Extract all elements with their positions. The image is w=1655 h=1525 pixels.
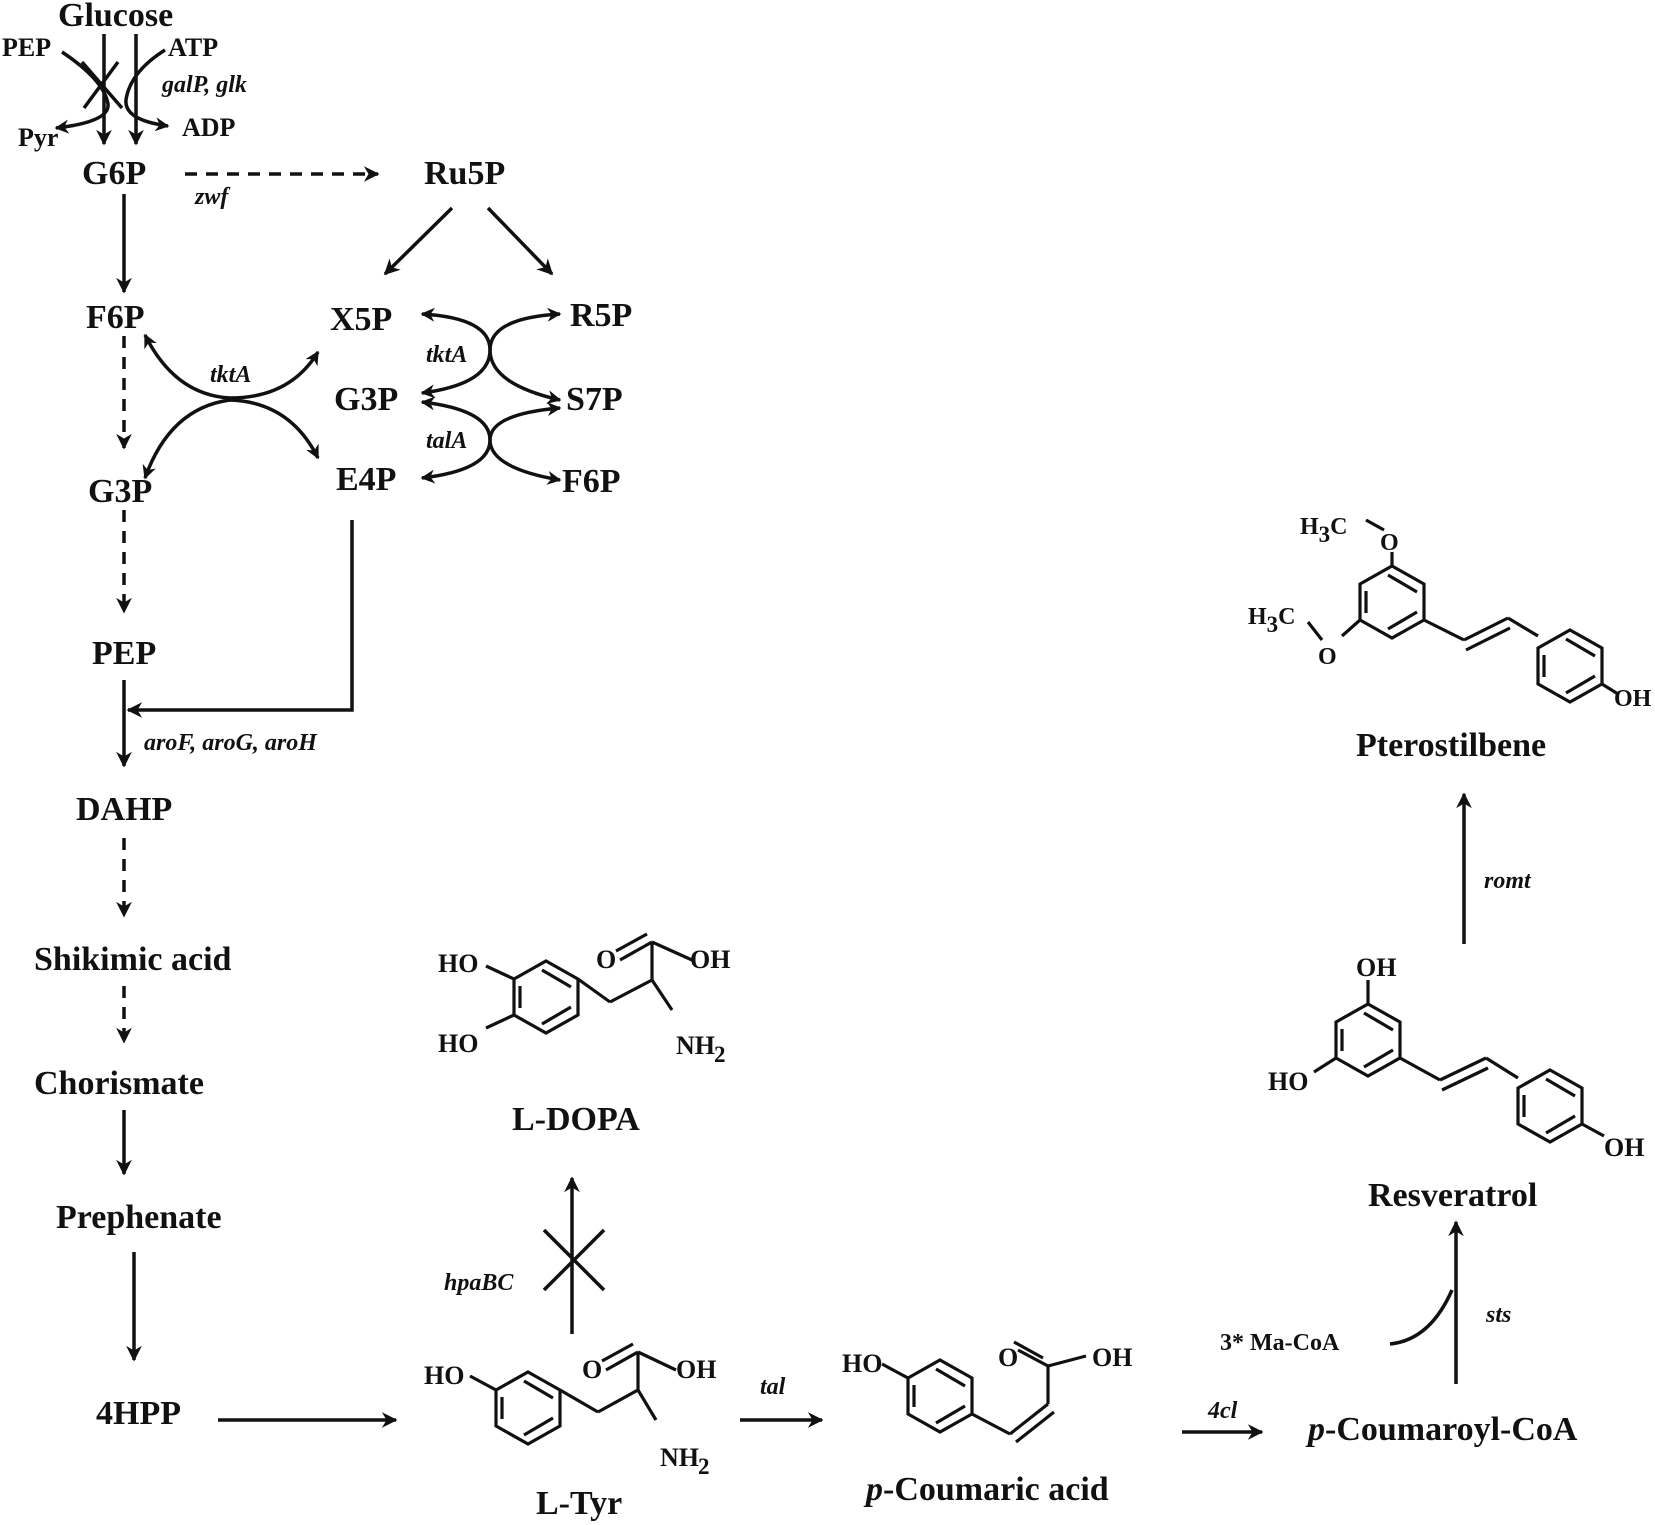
g3p-left-label: G3P [88,473,152,510]
prephenate-label: Prephenate [56,1199,222,1236]
coumaroyl-prefix: p [1305,1411,1325,1448]
pterostilbene-o-lower: O [1318,644,1337,670]
ru5p-label: Ru5P [424,155,505,192]
g6p-label: G6P [82,155,146,192]
ltyr-nh: NH [660,1443,699,1472]
macoa-feed-arrow [1389,1289,1454,1346]
atp-label: ATP [168,33,218,62]
dahp-label: DAHP [76,791,172,828]
ltyr-oh: OH [676,1355,716,1384]
pterostilbene-structure [1306,518,1619,704]
ltyr-nh-sub: 2 [698,1454,710,1479]
macoa-label: 3* Ma-CoA [1220,1330,1340,1356]
4hpp-label: 4HPP [96,1395,181,1432]
pterostilbene-o-upper: O [1380,530,1399,556]
f6p-label: F6P [86,299,145,336]
glucose-label: Glucose [58,0,173,34]
r5p-label: R5P [570,297,632,334]
chorismate-label: Chorismate [34,1065,204,1102]
ltyr-carbonyl-o: O [582,1355,602,1384]
pterostilbene-oh: OH [1614,686,1652,712]
gene-zwf: zwf [194,184,230,210]
coumaric-prefix: p [863,1471,883,1508]
gene-aro: aroF, aroG, aroH [144,730,318,756]
tkta-left-reaction [142,333,320,480]
g3p-mid-label: G3P [334,381,398,418]
tala-reaction [420,396,562,485]
coumaric-oh: OH [1092,1343,1132,1372]
s7p-label: S7P [566,381,623,418]
gene-galp-glk: galP, glk [161,72,247,98]
gene-tkta-right: tktA [426,342,467,368]
gene-hpabc: hpaBC [444,1270,514,1296]
ldopa-nh: NH [676,1031,715,1060]
shikimic-acid-label: Shikimic acid [34,941,232,978]
resveratrol-structure [1313,980,1605,1144]
resveratrol-ho-left: HO [1268,1067,1308,1096]
coumaric-acid-structure [881,1340,1087,1444]
ldopa-structure [485,932,693,1035]
coumaric-carbonyl-o: O [998,1343,1018,1372]
gene-sts: sts [1485,1302,1511,1328]
e4p-to-dahp-connector [126,520,354,718]
ldopa-carbonyl-o: O [596,945,616,974]
ldopa-oh: OH [690,945,730,974]
gene-4cl: 4cl [1207,1398,1238,1424]
knockout-cross-icon [542,1228,606,1292]
coumaric-ho: HO [842,1349,882,1378]
coumaroyl-coa-label: p-Coumaroyl-CoA [1305,1411,1578,1448]
coumaric-name: -Coumaric acid [883,1471,1109,1508]
ltyr-label: L-Tyr [536,1485,622,1522]
pyr-label: Pyr [18,123,58,152]
pterostilbene-label: Pterostilbene [1356,727,1546,764]
ldopa-nh-sub: 2 [714,1042,726,1067]
pep-label: PEP [92,635,156,672]
resveratrol-oh-top: OH [1356,953,1396,982]
x5p-label: X5P [330,301,392,338]
ldopa-ho-upper: HO [438,949,478,978]
adp-label: ADP [182,113,236,142]
gene-tala: talA [426,428,467,454]
gene-romt: romt [1484,868,1532,894]
ru5p-to-r5p-arrow [486,206,554,276]
coumaroyl-name: -Coumaroyl-CoA [1325,1411,1578,1448]
tkta-right-reaction [420,307,562,405]
ldopa-label: L-DOPA [512,1101,640,1138]
e4p-label: E4P [336,461,396,498]
glucose-uptake-arrows [54,34,170,146]
gene-tkta-left: tktA [210,362,251,388]
ru5p-to-x5p-arrow [383,206,454,276]
f6p-right-label: F6P [562,463,621,500]
pterostilbene-h3c-lower: H3C [1248,604,1296,637]
ltyr-structure [469,1342,677,1446]
gene-tal: tal [760,1374,786,1400]
resveratrol-oh-right: OH [1604,1133,1644,1162]
coumaric-acid-label: p-Coumaric acid [863,1471,1109,1508]
ldopa-ho-lower: HO [438,1029,478,1058]
ltyr-ho: HO [424,1361,464,1390]
resveratrol-label: Resveratrol [1368,1177,1537,1214]
pterostilbene-h3c-upper: H3C [1300,514,1348,547]
pep-cofactor-label: PEP [2,33,51,62]
